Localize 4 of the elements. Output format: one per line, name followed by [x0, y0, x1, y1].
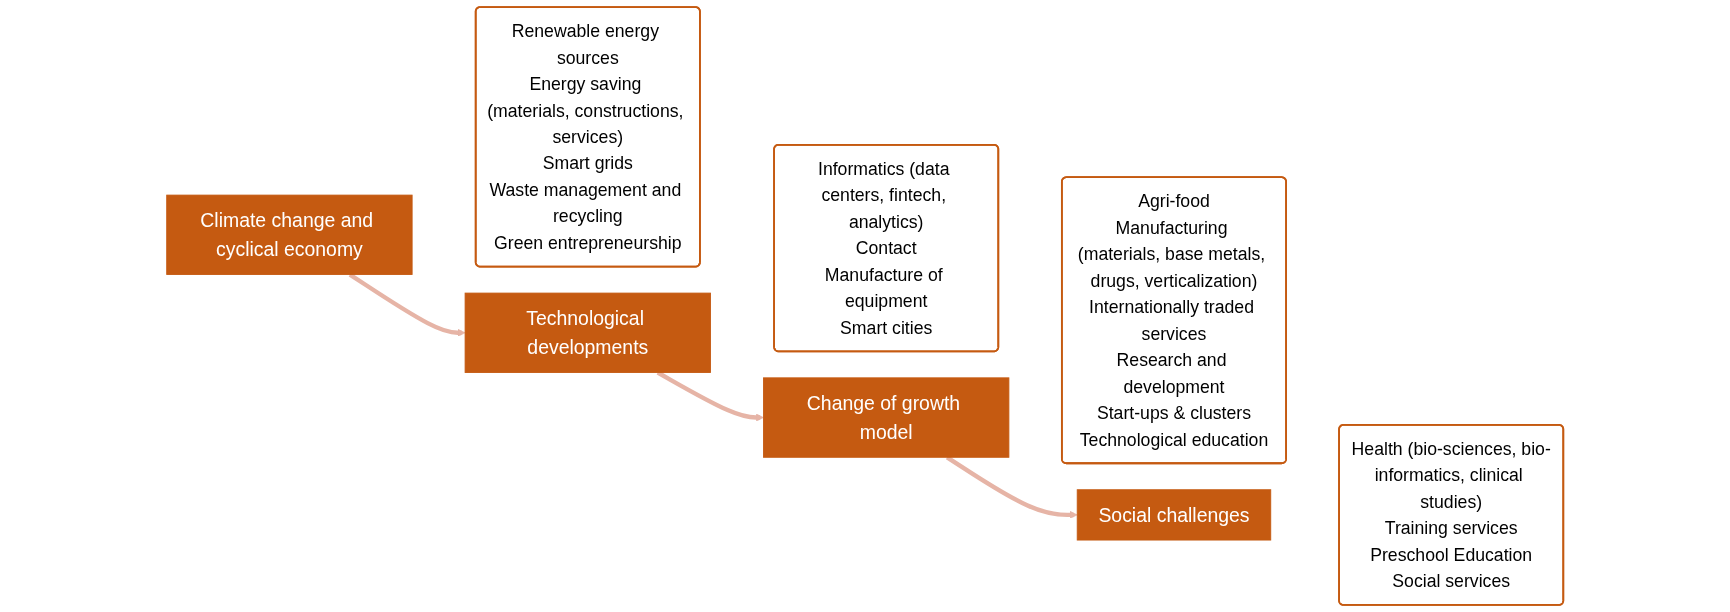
node-box: Technological developments — [464, 292, 711, 373]
node-box: Climate change and cyclical economy — [166, 194, 413, 275]
node-box: Change of growth model — [763, 377, 1010, 458]
node-box: Social challenges — [1076, 489, 1272, 541]
